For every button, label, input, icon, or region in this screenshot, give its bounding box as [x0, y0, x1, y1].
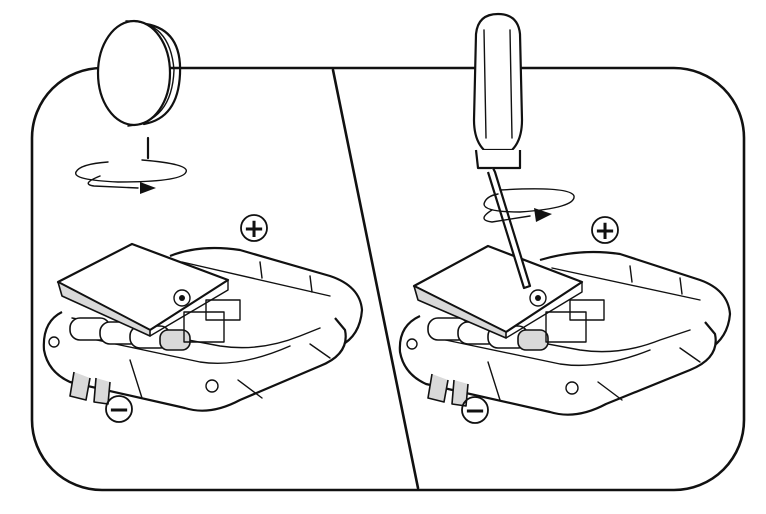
svg-text:−: − [108, 395, 130, 425]
svg-text:+: + [594, 216, 616, 246]
plus-symbol-1: + [240, 214, 268, 244]
panel-2: + − [398, 12, 732, 426]
toy-device-1 [42, 242, 364, 412]
plus-symbol-2: + [591, 216, 619, 246]
minus-symbol-1: − [105, 395, 133, 425]
svg-text:+: + [243, 214, 265, 244]
panel-1: + − [42, 19, 364, 425]
cover-screw-2 [529, 289, 547, 307]
cover-screw-1 [173, 289, 191, 307]
toy-device-2 [398, 244, 732, 416]
rotate-arrow-icon-1 [75, 136, 187, 194]
rotate-arrow-icon-2 [483, 188, 575, 223]
minus-symbol-2: − [461, 396, 489, 426]
panel-divider [331, 68, 420, 490]
svg-text:−: − [464, 396, 486, 426]
battery-compartment-1 [69, 299, 241, 351]
screwdriver-icon [472, 12, 532, 290]
coin-icon [96, 19, 182, 127]
